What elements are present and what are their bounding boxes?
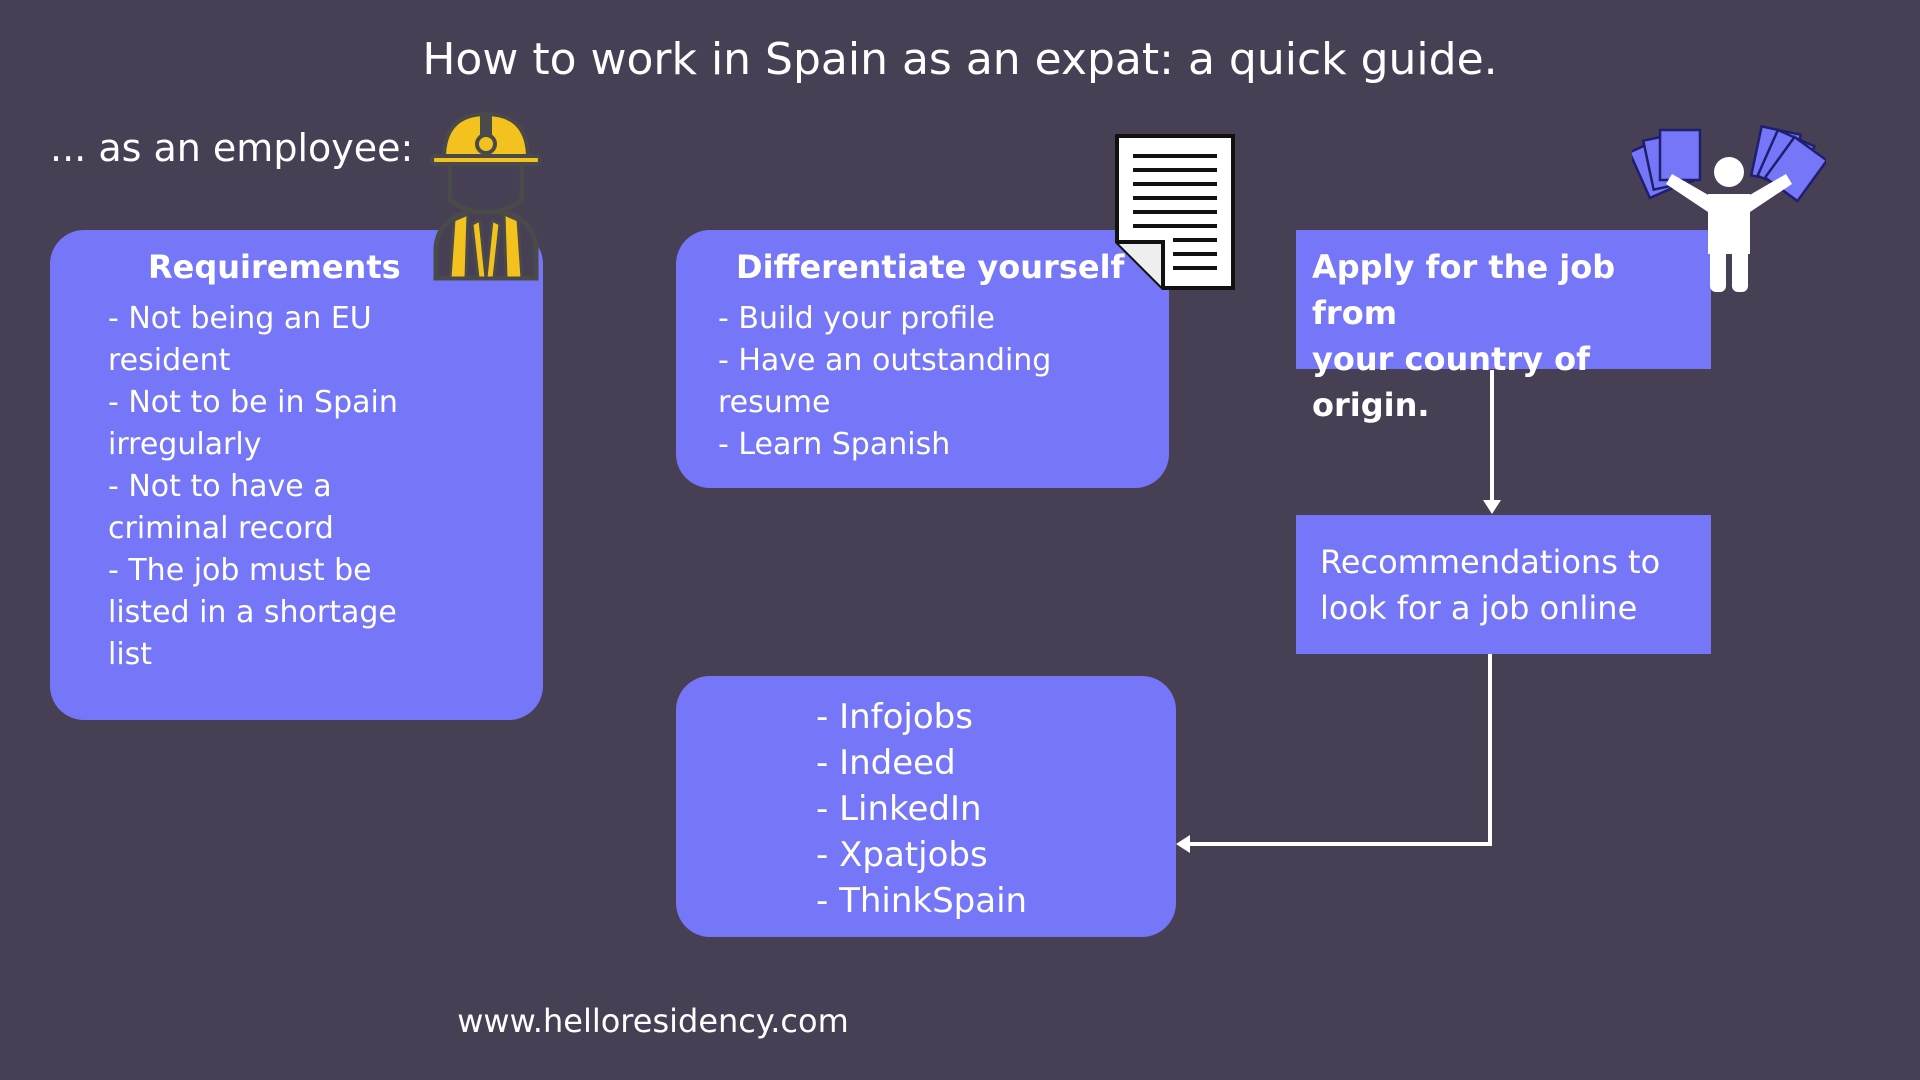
differentiate-heading: Differentiate yourself (736, 248, 1125, 286)
requirements-heading: Requirements (148, 248, 401, 286)
requirements-line: irregularly (108, 427, 262, 462)
apply-box: Apply for the job from your country of o… (1296, 230, 1711, 424)
requirements-line: criminal record (108, 511, 334, 546)
requirements-list: - Not being an EU resident - Not to be i… (108, 298, 438, 676)
job-site-item: - Xpatjobs (816, 835, 988, 875)
recommendations-text: Recommendations to look for a job online (1320, 539, 1700, 631)
requirements-box: Requirements - Not being an EU resident … (50, 230, 543, 720)
requirements-line: listed in a shortage (108, 595, 397, 630)
job-sites-box: - Infojobs - Indeed - LinkedIn - Xpatjob… (676, 676, 1176, 937)
differentiate-line: - Have an outstanding (718, 343, 1052, 378)
arrow-left-icon (1176, 654, 1492, 853)
footer-url: www.helloresidency.com (457, 1002, 849, 1040)
job-site-item: - ThinkSpain (816, 881, 1028, 921)
requirements-line: list (108, 637, 153, 672)
page-title: How to work in Spain as an expat: a quic… (422, 34, 1498, 85)
requirements-line: - Not to be in Spain (108, 385, 398, 420)
differentiate-list: - Build your profile - Have an outstandi… (718, 298, 1138, 466)
differentiate-box: Differentiate yourself - Build your prof… (676, 230, 1169, 488)
arrow-down-icon (1483, 370, 1501, 514)
recommendations-line: look for a job online (1320, 589, 1638, 627)
job-seeker-icon (1632, 124, 1826, 292)
requirements-line: resident (108, 343, 231, 378)
job-site-item: - LinkedIn (816, 789, 982, 829)
requirements-line: - Not being an EU (108, 301, 372, 336)
apply-line: Apply for the job from (1312, 248, 1616, 332)
recommendations-line: Recommendations to (1320, 543, 1661, 581)
worker-icon (430, 111, 542, 281)
differentiate-line: - Learn Spanish (718, 427, 951, 462)
job-site-item: - Infojobs (816, 697, 973, 737)
requirements-line: - Not to have a (108, 469, 332, 504)
apply-line: your country of origin. (1312, 340, 1591, 424)
section-subtitle: ... as an employee: (50, 126, 414, 170)
document-icon (1115, 134, 1235, 290)
requirements-line: - The job must be (108, 553, 372, 588)
differentiate-line: - Build your profile (718, 301, 995, 336)
job-site-item: - Indeed (816, 743, 956, 783)
differentiate-line: resume (718, 385, 831, 420)
apply-text: Apply for the job from your country of o… (1312, 244, 1704, 428)
recommendations-box: Recommendations to look for a job online (1296, 515, 1711, 654)
job-sites-list: - Infojobs - Indeed - LinkedIn - Xpatjob… (816, 694, 1027, 924)
